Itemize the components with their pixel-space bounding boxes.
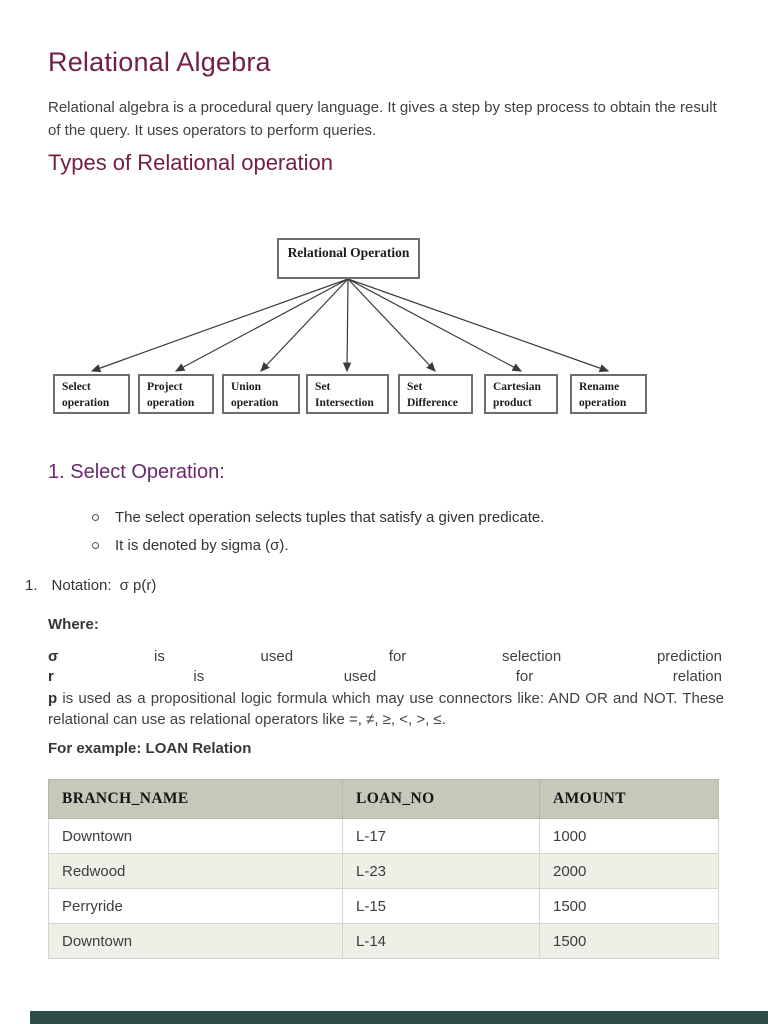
diagram-box-union: Union operation	[222, 374, 300, 414]
cell-branch: Downtown	[48, 818, 343, 854]
col-header-amount: AMOUNT	[539, 779, 719, 819]
bullet-text: The select operation selects tuples that…	[115, 509, 545, 526]
table-row: Downtown L-17 1000	[48, 818, 719, 854]
notation-line: 1. Notation: σ p(r)	[25, 577, 156, 594]
p-text: is used as a propositional logic formula…	[48, 690, 725, 728]
word: selection	[502, 648, 562, 665]
table-header-row: BRANCH_NAME LOAN_NO AMOUNT	[48, 779, 719, 819]
diagram-root-box: Relational Operation	[277, 238, 420, 279]
intro-paragraph: Relational algebra is a procedural query…	[48, 99, 717, 139]
cell-amount: 1500	[539, 923, 719, 959]
cell-amount: 1000	[539, 818, 719, 854]
p-term: p	[48, 690, 58, 707]
diagram-box-project: Project operation	[138, 374, 214, 414]
where-line-p: p is used as a propositional logic formu…	[48, 688, 724, 730]
sigma-term: σ	[48, 648, 59, 665]
word: used	[260, 648, 294, 665]
where-line-sigma: σ is used for selection prediction	[48, 648, 722, 665]
viewer-footer-bar	[30, 1011, 768, 1024]
cell-branch: Perryride	[48, 888, 343, 924]
where-line-r: r is used for relation	[48, 668, 722, 685]
diagram-box-set-difference: Set Difference	[398, 374, 473, 414]
where-label: Where:	[48, 616, 99, 633]
bullet-circle-icon	[92, 514, 99, 521]
cell-amount: 1500	[539, 888, 719, 924]
cell-branch: Redwood	[48, 853, 343, 889]
diagram-arrows	[90, 278, 610, 373]
cell-loan-no: L-15	[342, 888, 540, 924]
diagram-box-select: Select operation	[53, 374, 130, 414]
bullet-circle-icon	[92, 542, 99, 549]
col-header-loan-no: LOAN_NO	[342, 779, 540, 819]
cell-loan-no: L-23	[342, 853, 540, 889]
example-label: For example: LOAN Relation	[48, 740, 252, 757]
bullet-text: It is denoted by sigma (σ).	[115, 537, 289, 554]
bullet-item: It is denoted by sigma (σ).	[92, 537, 692, 554]
loan-relation-table: BRANCH_NAME LOAN_NO AMOUNT Downtown L-17…	[48, 779, 719, 959]
table-row: Downtown L-14 1500	[48, 923, 719, 959]
word: for	[515, 668, 534, 685]
bullet-item: The select operation selects tuples that…	[92, 509, 692, 526]
cell-loan-no: L-14	[342, 923, 540, 959]
word: for	[388, 648, 407, 665]
table-row: Redwood L-23 2000	[48, 853, 719, 889]
cell-branch: Downtown	[48, 923, 343, 959]
notation-formula: σ p(r)	[119, 577, 157, 594]
word: is	[193, 668, 205, 685]
word: prediction	[656, 648, 722, 665]
select-operation-heading: 1. Select Operation:	[48, 461, 225, 483]
operations-diagram: Relational Operation Select operation Pr…	[0, 236, 768, 416]
r-term: r	[48, 668, 54, 685]
diagram-box-cartesian-product: Cartesian product	[484, 374, 558, 414]
word: relation	[672, 668, 722, 685]
word: used	[343, 668, 377, 685]
col-header-branch-name: BRANCH_NAME	[48, 779, 343, 819]
table-row: Perryride L-15 1500	[48, 888, 719, 924]
page-title: Relational Algebra	[48, 47, 271, 77]
notation-number: 1.	[25, 577, 38, 594]
types-heading: Types of Relational operation	[48, 150, 333, 175]
word: is	[153, 648, 165, 665]
notation-label: Notation:	[51, 577, 112, 594]
diagram-box-set-intersection: Set Intersection	[306, 374, 389, 414]
diagram-box-rename: Rename operation	[570, 374, 647, 414]
cell-loan-no: L-17	[342, 818, 540, 854]
cell-amount: 2000	[539, 853, 719, 889]
